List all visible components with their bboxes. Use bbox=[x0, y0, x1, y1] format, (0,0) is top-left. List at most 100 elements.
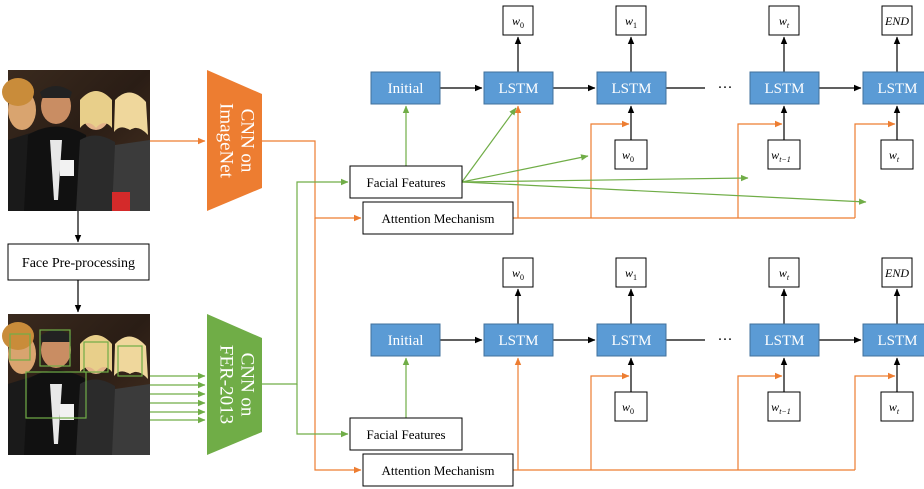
lstm-box bbox=[862, 323, 924, 357]
input-word-box bbox=[767, 391, 801, 422]
output-word-sub: t bbox=[787, 21, 790, 30]
attention-to-lstm-arrow bbox=[737, 120, 783, 218]
output-word-box bbox=[615, 5, 647, 36]
face-preprocessing-label: Face Pre-processing bbox=[22, 256, 135, 271]
initial-box bbox=[370, 71, 441, 105]
lstm-box bbox=[596, 323, 667, 357]
features-to-lstm-arrow bbox=[461, 181, 867, 205]
input-word-sub: 0 bbox=[630, 155, 634, 164]
output-word-box bbox=[768, 257, 800, 288]
output-word-sub: 0 bbox=[520, 21, 524, 30]
cnn-imagenet-line2: ImageNet bbox=[216, 103, 237, 179]
initial-box bbox=[370, 323, 441, 357]
input-word-sub: 0 bbox=[630, 407, 634, 416]
output-word-main: w bbox=[512, 266, 520, 280]
output-word-main: w bbox=[625, 14, 633, 28]
input-word-sub: t−1 bbox=[779, 407, 791, 416]
input-word-main: w bbox=[622, 148, 630, 162]
lstm-box bbox=[749, 71, 820, 105]
cnn-fer-line1: CNN on bbox=[237, 353, 258, 417]
features-to-lstm-arrow bbox=[461, 154, 589, 183]
attention-to-lstm-arrow bbox=[590, 372, 630, 470]
output-word-box bbox=[881, 257, 913, 288]
input-word-box bbox=[880, 391, 914, 422]
output-word-label: w1 bbox=[625, 14, 637, 30]
imagenet-to-attention-arrow bbox=[314, 218, 362, 474]
lstm-label: LSTM bbox=[764, 333, 804, 349]
attention-to-lstm-arrow bbox=[737, 372, 783, 470]
cnn-fer-line2: FER-2013 bbox=[216, 345, 237, 424]
ellipsis: ··· bbox=[718, 332, 733, 348]
input-word-sub: t−1 bbox=[779, 155, 791, 164]
input-word-box bbox=[880, 139, 914, 170]
lstm-box bbox=[483, 323, 554, 357]
group-photo bbox=[2, 70, 150, 211]
output-word-sub: 1 bbox=[633, 21, 637, 30]
output-word-main: w bbox=[512, 14, 520, 28]
lstm-label: LSTM bbox=[498, 81, 538, 97]
input-word-label: w0 bbox=[622, 400, 634, 416]
lstm-label: LSTM bbox=[764, 81, 804, 97]
output-word-sub: 1 bbox=[633, 273, 637, 282]
preprocessed-face-photo bbox=[2, 314, 150, 455]
input-word-main: w bbox=[771, 400, 779, 414]
lstm-label: LSTM bbox=[877, 333, 917, 349]
initial-label: Initial bbox=[388, 333, 424, 349]
facial-features-label: Facial Features bbox=[366, 175, 445, 190]
output-word-main: END bbox=[884, 14, 909, 28]
input-word-box bbox=[614, 139, 648, 170]
input-word-label: wt−1 bbox=[771, 148, 791, 164]
output-word-sub: 0 bbox=[520, 273, 524, 282]
input-word-sub: t bbox=[897, 155, 900, 164]
fer-to-facial-features-arrow bbox=[296, 384, 349, 438]
output-word-main: w bbox=[779, 14, 787, 28]
cnn-imagenet-block: CNN on ImageNet bbox=[207, 70, 262, 211]
input-word-box bbox=[767, 139, 801, 170]
output-word-main: w bbox=[625, 266, 633, 280]
attention-to-lstm-arrow bbox=[854, 120, 896, 218]
output-word-box bbox=[502, 257, 534, 288]
output-word-box bbox=[502, 5, 534, 36]
lstm-box bbox=[862, 71, 924, 105]
lstm-box bbox=[596, 71, 667, 105]
lstm-box bbox=[483, 71, 554, 105]
facial-features-box bbox=[349, 165, 463, 199]
output-word-label: wt bbox=[779, 14, 790, 30]
input-word-label: wt−1 bbox=[771, 400, 791, 416]
lstm-box bbox=[749, 323, 820, 357]
attention-mechanism-label: Attention Mechanism bbox=[381, 463, 494, 478]
attention-mechanism-box bbox=[362, 453, 514, 487]
lstm-label: LSTM bbox=[611, 81, 651, 97]
lstm-label: LSTM bbox=[498, 333, 538, 349]
output-word-sub: t bbox=[787, 273, 790, 282]
input-word-label: w0 bbox=[622, 148, 634, 164]
input-word-main: w bbox=[889, 148, 897, 162]
input-word-sub: t bbox=[897, 407, 900, 416]
imagenet-to-attention-arrow bbox=[262, 140, 362, 222]
output-word-box bbox=[881, 5, 913, 36]
input-word-main: w bbox=[889, 400, 897, 414]
lstm-label: LSTM bbox=[877, 81, 917, 97]
input-word-box bbox=[614, 391, 648, 422]
features-to-lstm-arrow bbox=[461, 107, 517, 183]
attention-mechanism-box bbox=[362, 201, 514, 235]
input-word-main: w bbox=[771, 148, 779, 162]
output-word-label: wt bbox=[779, 266, 790, 282]
ellipsis: ··· bbox=[718, 80, 733, 96]
fer-to-facial-features-arrow bbox=[262, 178, 349, 385]
output-word-label: w0 bbox=[512, 14, 524, 30]
output-word-main: w bbox=[779, 266, 787, 280]
output-word-box bbox=[768, 5, 800, 36]
output-word-box bbox=[615, 257, 647, 288]
attention-to-lstm-arrow bbox=[854, 372, 896, 470]
cnn-imagenet-line1: CNN on bbox=[237, 109, 258, 173]
output-word-label: END bbox=[884, 266, 909, 280]
cnn-fer-block: CNN on FER-2013 bbox=[207, 314, 262, 455]
lstm-label: LSTM bbox=[611, 333, 651, 349]
face-preprocessing-box bbox=[7, 243, 150, 281]
output-word-label: w1 bbox=[625, 266, 637, 282]
